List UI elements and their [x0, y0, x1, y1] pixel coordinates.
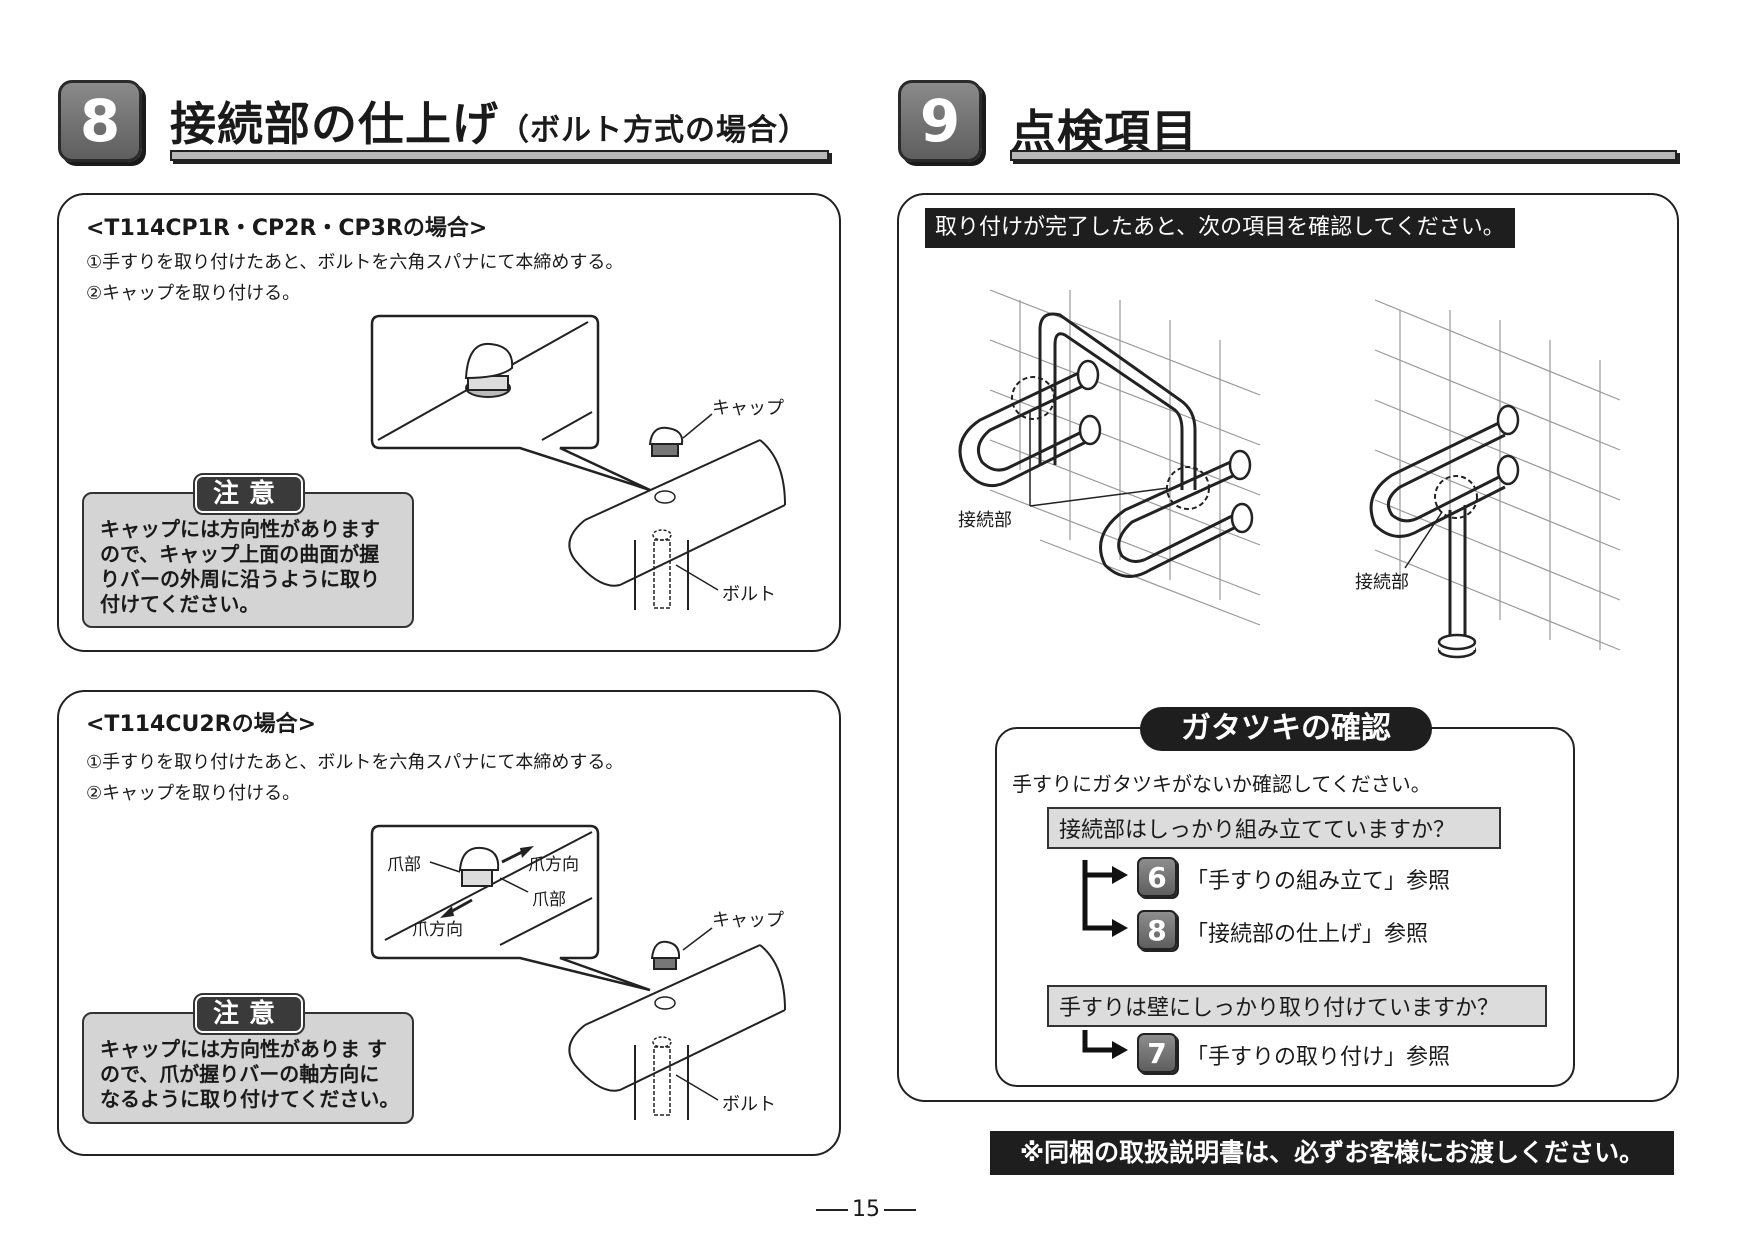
l-shaped-handrail-icon	[958, 312, 1241, 578]
panel-2-claw-label-right: 爪部	[532, 890, 566, 910]
panel-1-caution-text: キャップには方向性があります ので、キャップ上面の曲面が握 りバーの外周に沿うよ…	[100, 517, 380, 617]
floor-flange-icon	[1437, 633, 1477, 659]
ref-badge-8: 8	[1137, 910, 1177, 950]
caution-line: りバーの外周に沿うように取り	[100, 567, 380, 591]
footer-notice: ※同梱の取扱説明書は、必ずお客様にお渡しください。	[990, 1131, 1674, 1175]
caution-line: なるように取り付けてください。	[100, 1087, 400, 1111]
wobble-check-title: ガタツキの確認	[1140, 707, 1432, 751]
panel-1-cap-label: キャップ	[712, 398, 784, 419]
bolt-icon	[652, 529, 672, 609]
panel-2-step-1: ①手すりを取り付けたあと、ボルトを六角スパナにて本締めする。	[86, 752, 624, 773]
question-joint-assembled: 接続部はしっかり組み立てていますか？	[1047, 807, 1501, 849]
floor-post-handrail-icon	[1369, 418, 1506, 640]
panel-2-cap-label: キャップ	[712, 910, 784, 931]
panel-1-callout	[370, 314, 651, 492]
cap-closeup-icon	[464, 342, 514, 398]
caution-line: ので、キャップ上面の曲面が握	[100, 542, 380, 566]
section-8-underline	[170, 150, 829, 161]
joint-marker-circle	[1434, 475, 1478, 519]
caution-line: ので、爪が握りバーの軸方向に	[100, 1062, 380, 1086]
joint-label-right: 接続部	[1355, 572, 1409, 593]
ref-assembly: 「手すりの組み立て」参照	[1186, 869, 1451, 894]
panel-1-step-1: ①手すりを取り付けたあと、ボルトを六角スパナにて本締めする。	[86, 252, 624, 273]
panel-1-caution-tag: 注意	[193, 473, 305, 515]
panel-2-claw-dir-label-right: 爪方向	[528, 855, 579, 875]
panel-2-caution-text: キャップには方向性がありま す ので、爪が握りバーの軸方向に なるように取り付け…	[100, 1037, 399, 1112]
cap-icon	[648, 426, 684, 457]
wobble-check-box	[995, 727, 1575, 1087]
joint-marker-circle	[1011, 376, 1055, 420]
section-8-badge: 8	[58, 80, 142, 162]
cap-claw-closeup-icon	[458, 846, 500, 887]
panel-2-caution-tag: 注意	[193, 993, 305, 1035]
section-9-underline	[1010, 150, 1677, 161]
panel-1-step-2: ②キャップを取り付ける。	[86, 283, 301, 304]
cap-icon	[650, 940, 681, 970]
arrow-right-icon	[1112, 1041, 1128, 1059]
caution-line: 付けてください。	[100, 592, 260, 616]
page-number: 15	[812, 1197, 920, 1222]
panel-1-heading: <T114CP1R・CP2R・CP3Rの場合>	[86, 216, 488, 241]
page-number-text: 15	[852, 1197, 880, 1222]
joint-label-left: 接続部	[958, 510, 1012, 531]
ref-installation: 「手すりの取り付け」参照	[1186, 1045, 1451, 1070]
panel-2-claw-label-left: 爪部	[387, 855, 421, 875]
panel-1-caution-box	[82, 492, 414, 628]
ref-badge-7: 7	[1137, 1033, 1177, 1073]
section-8-title-main: 接続部の仕上げ	[170, 97, 499, 151]
caution-line: キャップには方向性がありま す	[100, 1037, 387, 1061]
ref-joint-finish: 「接続部の仕上げ」参照	[1186, 922, 1429, 947]
wall-flange-icon	[1076, 359, 1254, 534]
wobble-check-intro: 手すりにガタツキがないか確認してください。	[1012, 772, 1431, 796]
wall-flange-icon	[1496, 404, 1520, 486]
inspection-banner: 取り付けが完了したあと、次の項目を確認してください。	[925, 208, 1515, 248]
arrow-right-icon	[1112, 919, 1128, 937]
panel-2-callout	[370, 824, 651, 992]
question-wall-mounted: 手すりは壁にしっかり取り付けていますか？	[1047, 985, 1547, 1027]
section-8-title: 接続部の仕上げ（ボルト方式の場合）	[170, 88, 809, 154]
panel-2-bolt-label: ボルト	[722, 1094, 776, 1115]
bolt-icon	[652, 1036, 672, 1116]
panel-1-bolt-label: ボルト	[722, 584, 776, 605]
panel-2-step-2: ②キャップを取り付ける。	[86, 783, 301, 804]
panel-2-claw-dir-label-left: 爪方向	[412, 920, 463, 940]
panel-2-heading: <T114CU2Rの場合>	[86, 712, 317, 737]
ref-badge-6: 6	[1137, 857, 1177, 897]
section-9-badge: 9	[898, 80, 982, 162]
arrow-right-icon	[1112, 866, 1128, 884]
wall-tile-grid-right	[1374, 299, 1621, 651]
section-8-title-suffix: （ボルト方式の場合）	[499, 113, 809, 148]
caution-line: キャップには方向性があります	[100, 517, 380, 541]
